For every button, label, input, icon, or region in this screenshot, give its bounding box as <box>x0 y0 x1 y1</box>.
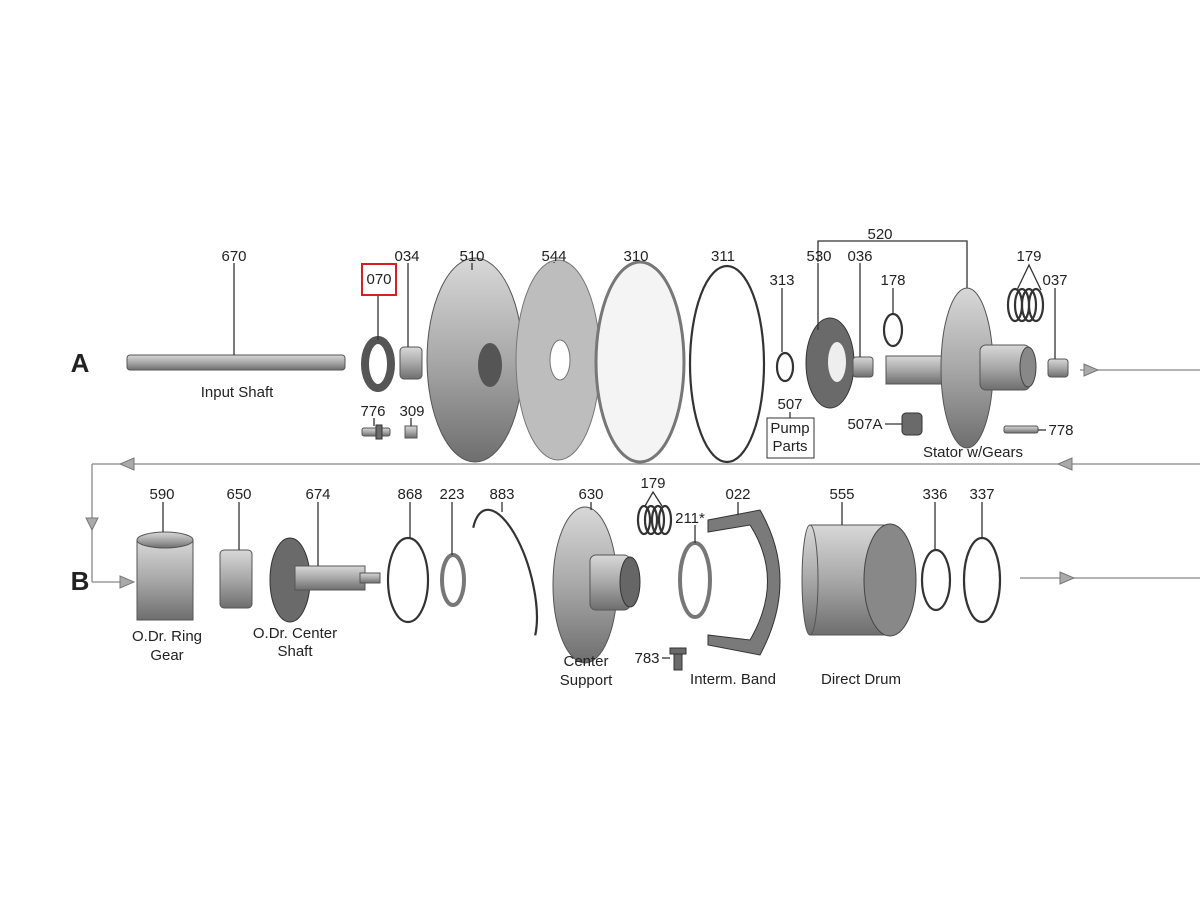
label-interm-band: Interm. Band <box>690 671 776 688</box>
part-778-bolt[interactable]: 778 <box>1003 422 1074 439</box>
part-034-bushing[interactable]: 034 <box>394 248 423 380</box>
label-ring-gear-2: Gear <box>150 647 183 664</box>
label-pump: Pump <box>770 420 809 437</box>
part-313-o-ring[interactable]: 313 <box>769 272 795 383</box>
part-530-gear[interactable]: 530 <box>805 248 855 409</box>
part-037-bushing[interactable]: 037 <box>1042 272 1069 378</box>
flow-lines <box>85 363 1200 589</box>
label-034: 034 <box>394 248 419 265</box>
part-211-washer[interactable]: 211* <box>675 510 712 619</box>
part-520-bracket: 520 <box>817 226 968 295</box>
label-037: 037 <box>1042 272 1067 289</box>
part-670-input-shaft[interactable]: 670 Input Shaft <box>126 248 346 401</box>
label-555: 555 <box>829 486 854 503</box>
label-336: 336 <box>922 486 947 503</box>
part-783-bolt[interactable]: 783 <box>634 647 687 671</box>
label-179-b: 179 <box>640 475 665 492</box>
label-parts: Parts <box>772 438 807 455</box>
label-178: 178 <box>880 272 905 289</box>
label-630: 630 <box>578 486 603 503</box>
label-883: 883 <box>489 486 514 503</box>
label-783: 783 <box>634 650 659 667</box>
row-label-a: A <box>71 348 90 378</box>
label-544: 544 <box>541 248 566 265</box>
row-label-b: B <box>71 566 90 596</box>
label-507a: 507A <box>847 416 882 433</box>
label-direct-drum: Direct Drum <box>821 671 901 688</box>
label-530: 530 <box>806 248 831 265</box>
label-776: 776 <box>360 403 385 420</box>
part-022-interm-band[interactable]: 022 Interm. Band <box>690 486 781 688</box>
part-868-ring[interactable]: 868 <box>386 486 430 624</box>
label-223: 223 <box>439 486 464 503</box>
label-507: 507 <box>777 396 802 413</box>
part-674-center-shaft[interactable]: 674 O.Dr. Center Shaft <box>253 486 381 660</box>
label-650: 650 <box>226 486 251 503</box>
label-input-shaft: Input Shaft <box>201 384 274 401</box>
part-179-springs-b[interactable]: 179 <box>636 475 673 536</box>
part-883-snap-ring[interactable]: 883 <box>470 486 547 644</box>
part-507a[interactable]: 507A <box>847 412 923 436</box>
label-670: 670 <box>221 248 246 265</box>
label-313: 313 <box>769 272 794 289</box>
part-544-plate[interactable]: 544 <box>515 248 601 461</box>
part-555-direct-drum[interactable]: 555 Direct Drum <box>801 486 917 688</box>
label-179-a: 179 <box>1016 248 1041 265</box>
label-337: 337 <box>969 486 994 503</box>
part-179-springs[interactable]: 179 <box>1006 248 1045 323</box>
part-310-gasket[interactable]: 310 <box>594 248 686 464</box>
part-036-bushing[interactable]: 036 <box>847 248 874 378</box>
part-337-ring[interactable]: 337 <box>962 486 1002 624</box>
part-311-o-ring[interactable]: 311 <box>688 248 766 464</box>
part-630-center-support[interactable]: 630 Center Support <box>552 486 641 689</box>
part-070-seal[interactable]: 070 <box>361 263 397 392</box>
part-stator[interactable]: Stator w/Gears <box>885 287 1037 461</box>
label-311: 311 <box>711 248 735 265</box>
part-776-bolt[interactable]: 776 <box>360 403 391 440</box>
part-590-ring-gear[interactable]: 590 O.Dr. Ring Gear <box>132 486 202 664</box>
label-590: 590 <box>149 486 174 503</box>
label-022: 022 <box>725 486 750 503</box>
part-336-ring[interactable]: 336 <box>920 486 952 612</box>
part-309-spring[interactable]: 309 <box>399 403 425 439</box>
label-211: 211* <box>675 510 705 527</box>
part-507-pump-parts[interactable]: 507 Pump Parts <box>766 396 815 459</box>
label-036: 036 <box>847 248 872 265</box>
part-650-bearing[interactable]: 650 <box>219 486 253 609</box>
label-309: 309 <box>399 403 424 420</box>
label-center-support-2: Support <box>560 672 613 689</box>
part-510-pump-body[interactable]: 510 <box>426 248 524 463</box>
highlight-box <box>361 263 397 296</box>
label-510: 510 <box>459 248 484 265</box>
label-stator: Stator w/Gears <box>923 444 1023 461</box>
label-center-shaft-1: O.Dr. Center <box>253 625 337 642</box>
label-310: 310 <box>623 248 648 265</box>
label-674: 674 <box>305 486 330 503</box>
label-520: 520 <box>867 226 892 243</box>
label-ring-gear-1: O.Dr. Ring <box>132 628 202 645</box>
label-070: 070 <box>366 271 391 288</box>
part-178-ring[interactable]: 178 <box>880 272 906 348</box>
label-778: 778 <box>1048 422 1073 439</box>
label-center-shaft-2: Shaft <box>277 643 313 660</box>
part-223-washer[interactable]: 223 <box>439 486 466 607</box>
label-868: 868 <box>397 486 422 503</box>
label-center-support-1: Center <box>563 653 608 670</box>
